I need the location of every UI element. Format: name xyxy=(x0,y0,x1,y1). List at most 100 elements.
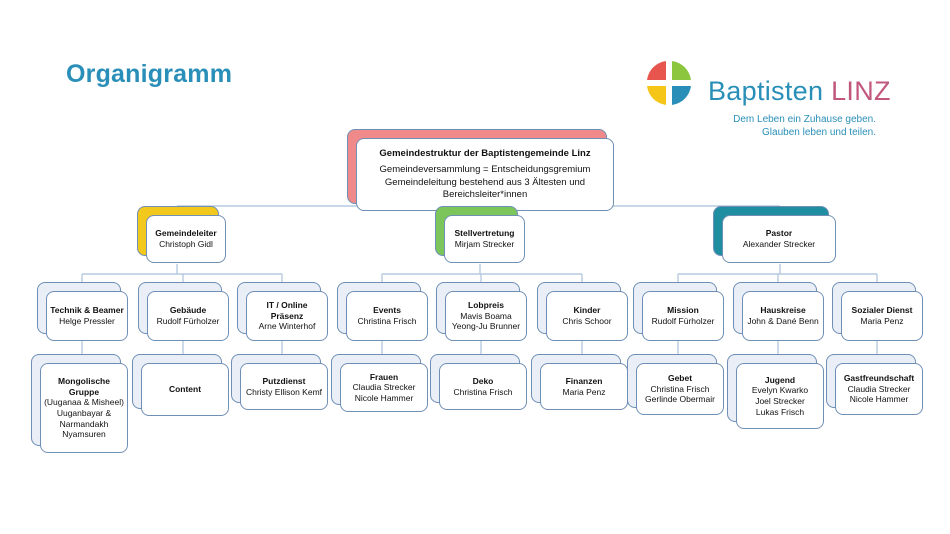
page-title: Organigramm xyxy=(66,60,233,88)
box-line: Christina Frisch xyxy=(357,316,417,326)
box-title: Deko xyxy=(472,375,494,386)
box-title: Gemeindestruktur der Baptistengemeinde L… xyxy=(379,147,591,159)
box-title: Putzdienst xyxy=(262,375,306,386)
box-line: Maria Penz xyxy=(860,316,904,326)
logo-name-city: LINZ xyxy=(831,76,891,106)
box-line: Gerlinde Obermair xyxy=(645,394,715,405)
box-title: Lobpreis xyxy=(468,300,504,311)
box-title: Gemeindeleiter xyxy=(155,228,217,239)
box-title: Gastfreundschaft xyxy=(843,373,915,384)
box-title: Gebet xyxy=(667,373,693,384)
box-title: Finanzen xyxy=(565,375,603,386)
box-title: Sozialer Dienst xyxy=(851,305,913,316)
box-line: John & Dané Benn xyxy=(747,316,819,326)
logo-name: Baptisten LINZ xyxy=(708,76,891,107)
box-title: Events xyxy=(373,305,401,316)
box-title: Mission xyxy=(667,305,699,316)
box-line: Nicole Hammer xyxy=(354,392,414,403)
box-line: Christoph Gidl xyxy=(159,239,213,249)
box-line: Mavis Boama xyxy=(460,310,512,321)
box-line: Joel Strecker xyxy=(755,396,805,406)
subteam-box-mongolische-gruppe-card: Mongolische Gruppe(Uuganaa & Misheel)Uug… xyxy=(40,363,128,453)
box-line: Maria Penz xyxy=(562,386,606,397)
subteam-box-content-card: Content xyxy=(141,363,229,416)
box-title: Hauskreise xyxy=(760,305,806,316)
org-header-box: Gemeindestruktur der Baptistengemeinde L… xyxy=(347,129,614,211)
subteam-box-mongolische-gruppe: Mongolische Gruppe(Uuganaa & Misheel)Uug… xyxy=(31,354,128,453)
cross-logo-icon xyxy=(647,61,691,105)
box-line: Arne Winterhof xyxy=(258,321,316,332)
box-title: Technik & Beamer xyxy=(50,305,124,316)
box-title: Pastor xyxy=(765,228,793,239)
logo: Baptisten LINZ Dem Leben ein Zuhause geb… xyxy=(644,58,894,142)
box-title: Kinder xyxy=(573,305,601,316)
box-line: Rudolf Fürholzer xyxy=(156,316,220,326)
box-title: Jugend xyxy=(764,374,796,385)
box-line: Claudia Strecker xyxy=(847,383,911,394)
logo-name-main: Baptisten xyxy=(708,76,824,106)
box-line: Uuganbayar & xyxy=(56,408,112,418)
box-line: Nyamsuren xyxy=(62,429,106,440)
box-line: Christina Frisch xyxy=(650,383,710,394)
box-line: Nicole Hammer xyxy=(849,394,909,405)
org-header-box-card: Gemeindestruktur der Baptistengemeinde L… xyxy=(356,138,614,211)
box-line: Yeong-Ju Brunner xyxy=(451,321,521,332)
box-line: Christina Frisch xyxy=(453,386,513,397)
box-title: Frauen xyxy=(369,371,399,382)
box-line: Mirjam Strecker xyxy=(454,239,515,249)
box-line: Gemeindeleitung bestehend aus 3 Ältesten… xyxy=(384,176,586,200)
box-line: Gemeindeversammlung = Entscheidungsgremi… xyxy=(379,164,591,176)
box-line: Claudia Strecker xyxy=(352,382,416,393)
box-title: Gebäude xyxy=(169,305,207,316)
box-line: Helge Pressler xyxy=(59,316,115,326)
box-line: (Uuganaa & Misheel) xyxy=(44,397,124,408)
box-title: Mongolische Gruppe xyxy=(58,376,110,397)
box-title: Stellvertretung xyxy=(454,228,515,239)
box-line: Rudolf Fürholzer xyxy=(651,316,715,326)
box-line: Chris Schoor xyxy=(562,316,612,326)
logo-tagline-1: Dem Leben ein Zuhause geben. xyxy=(733,114,876,125)
box-line: Christy Ellison Kemf xyxy=(245,386,323,397)
box-title: Content xyxy=(168,384,202,395)
subteam-box-content: Content xyxy=(132,354,229,416)
box-line: Alexander Strecker xyxy=(742,239,816,249)
box-title: IT / Online Präsenz xyxy=(266,300,308,321)
box-line: Narmandakh xyxy=(59,418,109,429)
box-line: Evelyn Kwarko xyxy=(751,385,809,396)
logo-tagline-2: Glauben leben und teilen. xyxy=(762,127,876,138)
